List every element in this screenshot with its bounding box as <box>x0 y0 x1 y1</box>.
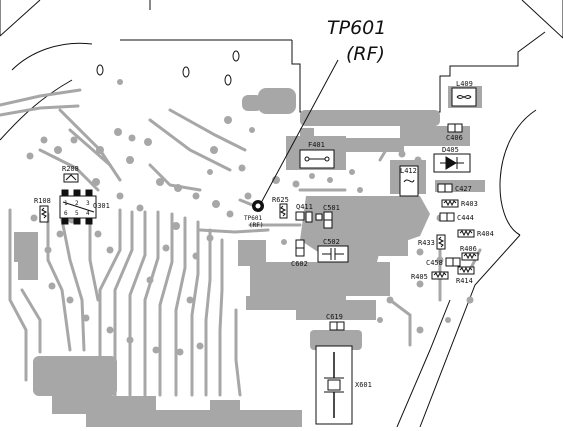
q301-pin1-label: 1 <box>64 200 68 207</box>
c619-label: C619 <box>326 313 343 321</box>
r208-label: R208 <box>62 165 79 173</box>
r406-label: R406 <box>460 245 477 253</box>
copper-layer <box>14 86 485 427</box>
l412-label: L412 <box>400 167 417 175</box>
trace-layer <box>0 88 482 402</box>
tp601-test-point-hole <box>255 203 261 209</box>
x601-label: X601 <box>355 381 372 389</box>
c458-label: C458 <box>426 259 443 267</box>
q301-pin6-label: 6 <box>64 210 68 217</box>
q301-pin4-label: 4 <box>86 210 90 217</box>
silkscreen-labels: R625 Q411 C501 C502 C602 F401 L409 C406 … <box>34 80 494 389</box>
c427-label: C427 <box>455 185 472 193</box>
c602-label: C602 <box>291 260 308 268</box>
q411-label: Q411 <box>296 203 313 211</box>
q301-label: Q301 <box>93 202 110 210</box>
mounting-holes <box>96 50 240 86</box>
r625-label: R625 <box>272 196 289 204</box>
f401-label: F401 <box>308 141 325 149</box>
c444-label: C444 <box>457 214 474 222</box>
r403-label: R403 <box>461 200 478 208</box>
l409-label: L409 <box>456 80 473 88</box>
c406-label: C406 <box>446 134 463 142</box>
tp601-rf-label: (RF) <box>249 222 263 229</box>
tp601-leader-line <box>260 59 339 204</box>
components <box>39 87 479 425</box>
q301-pin2-label: 2 <box>75 200 79 207</box>
c502-capacitor <box>317 245 349 263</box>
via-pads <box>26 79 474 356</box>
c501-label: C501 <box>323 204 340 212</box>
r404-label: R404 <box>477 230 494 238</box>
r405-label: R405 <box>411 273 428 281</box>
callout-test-point-note: (RF) <box>346 43 385 65</box>
tp601-label: TP601 <box>244 215 262 222</box>
callout-test-point-name: TP601 <box>327 17 387 39</box>
c502-label: C502 <box>323 238 340 246</box>
r414-label: R414 <box>456 277 473 285</box>
r433-label: R433 <box>418 239 435 247</box>
r108-label: R108 <box>34 197 51 205</box>
q301-pin3-label: 3 <box>86 200 90 207</box>
q411-transistor <box>295 211 305 221</box>
q301-pin5-label: 5 <box>75 210 79 217</box>
d405-label: D405 <box>442 146 459 154</box>
